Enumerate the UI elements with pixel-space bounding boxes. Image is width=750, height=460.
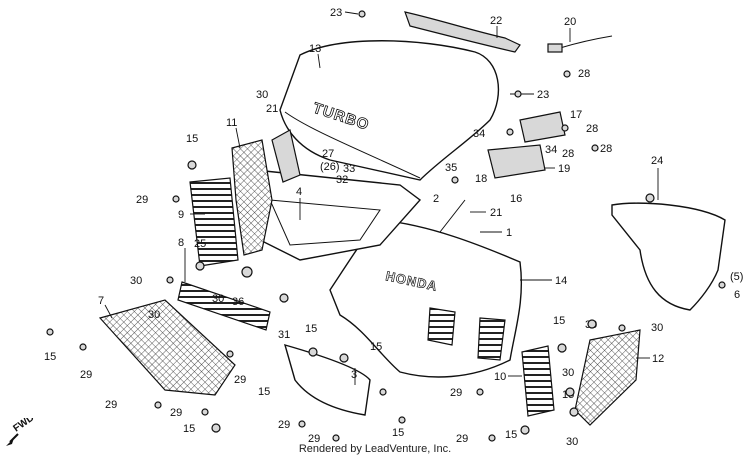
- callout-29-h: 29: [450, 387, 462, 399]
- callout-5: (5): [730, 271, 743, 283]
- callout-30-c: 30: [148, 309, 160, 321]
- callout-22: 22: [490, 15, 502, 27]
- footer-credit: Rendered by LeadVenture, Inc.: [298, 443, 452, 455]
- callout-34-a: 34: [473, 128, 485, 140]
- callout-7: 7: [98, 295, 104, 307]
- callout-32: 32: [336, 174, 348, 186]
- upper-cowl-inner-edge: [284, 111, 421, 179]
- rod-left-part: [271, 129, 301, 183]
- callout-18: 18: [475, 173, 487, 185]
- callout-15-f: 15: [183, 423, 195, 435]
- callout-28-b: 28: [586, 123, 598, 135]
- inner-shield-part: [611, 202, 726, 311]
- front-cowl-vent: [427, 307, 456, 346]
- callout-29-b: 29: [80, 369, 92, 381]
- callout-30-h: 30: [566, 436, 578, 448]
- callout-15-d: 15: [370, 341, 382, 353]
- callout-25: 25: [194, 238, 206, 250]
- cable-part: [559, 35, 613, 49]
- callout-30-g: 30: [562, 367, 574, 379]
- fwd-label: FWD: [11, 418, 36, 434]
- callout-29-a: 29: [136, 194, 148, 206]
- callout-29-d: 29: [105, 399, 117, 411]
- bracket-assembly-part: [487, 144, 546, 179]
- callout-20: 20: [564, 16, 576, 28]
- callout-21-a: 21: [266, 103, 278, 115]
- side-panel-right-part: [574, 329, 641, 426]
- callout-8: 8: [178, 237, 184, 249]
- callout-2: 2: [433, 193, 439, 205]
- callout-36: 36: [232, 296, 244, 308]
- side-panel-part: [231, 139, 273, 256]
- callout-28-a: 28: [578, 68, 590, 80]
- callout-21-b: 21: [490, 207, 502, 219]
- forward-direction-indicator: FWD: [6, 418, 36, 446]
- callout-23-a: 23: [330, 7, 342, 19]
- upper-cowl-part: [279, 40, 500, 181]
- callout-23-b: 23: [537, 89, 549, 101]
- callout-35: 35: [445, 162, 457, 174]
- callout-29-g: 29: [308, 433, 320, 445]
- fasteners: [46, 10, 726, 442]
- callout-15-e: 15: [258, 386, 270, 398]
- callout-6: 6: [734, 289, 740, 301]
- mount-plate-part: [519, 111, 566, 143]
- callout-10: 10: [494, 371, 506, 383]
- callout-11: 11: [226, 117, 237, 129]
- callout-16: 16: [510, 193, 522, 205]
- callout-1: 1: [506, 227, 512, 239]
- callout-29-c: 29: [234, 374, 246, 386]
- callout-15-j: 15: [505, 429, 517, 441]
- callout-19: 19: [558, 163, 570, 175]
- callout-30-a: 30: [256, 89, 268, 101]
- callout-33: 33: [343, 163, 355, 175]
- callout-15-b: 15: [44, 351, 56, 363]
- callout-24: 24: [651, 155, 663, 167]
- callout-9: 9: [178, 209, 184, 221]
- lower-grille-part: [177, 281, 271, 331]
- callout-4: 4: [296, 186, 302, 198]
- callout-34-b: 34: [545, 144, 557, 156]
- inner-stay-detail: [269, 199, 381, 246]
- callout-30-f: 30: [651, 322, 663, 334]
- callout-15-c: 15: [305, 323, 317, 335]
- callout-15-a: 15: [186, 133, 198, 145]
- callout-3: 3: [351, 369, 357, 381]
- callout-12: 12: [652, 353, 664, 365]
- rod-right-part: [439, 199, 466, 233]
- windscreen-trim-part: [404, 11, 521, 53]
- callout-26: (26): [320, 161, 340, 173]
- callout-29-i: 29: [456, 433, 468, 445]
- cable-clip-part: [547, 43, 563, 53]
- callout-15-g: 15: [392, 427, 404, 439]
- callout-29-f: 29: [278, 419, 290, 431]
- callout-14: 14: [555, 275, 567, 287]
- lower-cover-part: [98, 299, 236, 396]
- under-cover-part: [283, 343, 371, 416]
- callout-15-h: 15: [553, 315, 565, 327]
- callout-30-d: 30: [212, 293, 224, 305]
- callout-labels: 1 2 3 4 (5) 6 7 8 9 10 11 12 13 14 15 15…: [44, 7, 743, 448]
- callout-28-d: 28: [600, 143, 612, 155]
- callout-13: 13: [309, 43, 321, 55]
- callout-17: 17: [570, 109, 582, 121]
- callout-29-e: 29: [170, 407, 182, 419]
- fwd-arrow-icon: [6, 433, 19, 446]
- side-grille-right-part: [521, 345, 555, 417]
- callout-31: 31: [278, 329, 290, 341]
- callout-28-c: 28: [562, 148, 574, 160]
- side-grille-left-part: [189, 177, 239, 267]
- front-cowl-vent-2: [477, 317, 506, 361]
- callout-27: 27: [322, 148, 334, 160]
- front-cowl-part: [329, 219, 523, 378]
- callout-30-b: 30: [130, 275, 142, 287]
